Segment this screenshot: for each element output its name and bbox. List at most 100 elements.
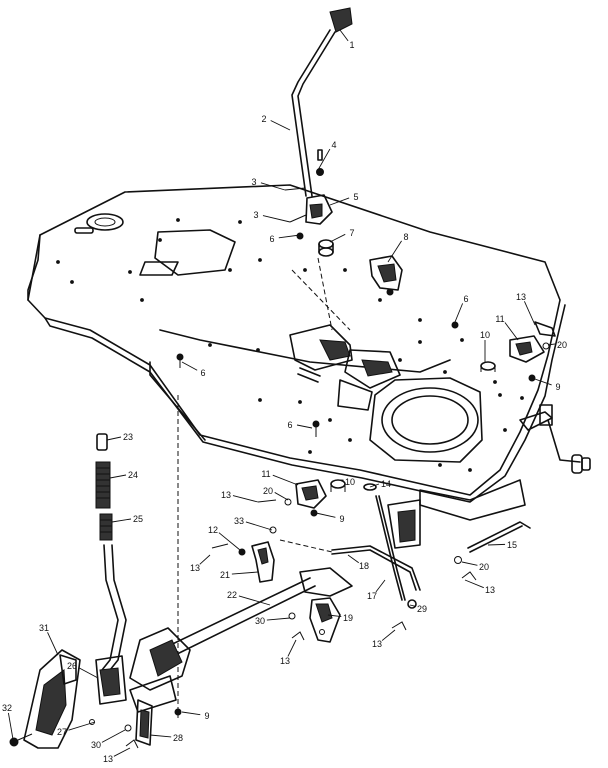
- callout-label: 6: [287, 420, 292, 430]
- callout-label: 21: [220, 570, 230, 580]
- callout-label: 11: [261, 469, 270, 479]
- callout-28: 28: [149, 733, 183, 743]
- callout-label: 19: [343, 613, 353, 623]
- callout-label: 27: [57, 727, 67, 737]
- callout-leader: [461, 561, 478, 566]
- callout-label: 14: [381, 479, 391, 489]
- callout-18: 18: [347, 554, 369, 571]
- callout-leader: [101, 729, 126, 743]
- callout-label: 5: [353, 192, 358, 202]
- callout-3: 3: [251, 177, 286, 191]
- callout-label: 23: [123, 432, 133, 442]
- callout-label: 13: [280, 656, 290, 666]
- callout-10: 10: [480, 330, 490, 362]
- callout-label: 18: [359, 561, 369, 571]
- callout-1: 1: [339, 29, 355, 50]
- callout-13: 13: [280, 639, 297, 666]
- callout-14: 14: [369, 479, 391, 489]
- callout-leader: [504, 322, 519, 341]
- callout-leader: [262, 215, 291, 223]
- callout-leader: [547, 343, 556, 346]
- bracket-8: [369, 255, 403, 296]
- callout-label: 28: [173, 733, 183, 743]
- callout-leader: [109, 474, 127, 479]
- callout-leader: [113, 747, 131, 757]
- callout-9: 9: [315, 512, 345, 524]
- callout-label: 10: [480, 330, 490, 340]
- callout-11: 11: [261, 469, 299, 486]
- callout-6: 6: [287, 420, 313, 430]
- callout-leader: [245, 521, 273, 531]
- callout-leader: [531, 377, 552, 386]
- callout-32: 32: [2, 703, 15, 746]
- callout-leader: [270, 120, 291, 131]
- shift-lever: [291, 7, 353, 197]
- callout-leader: [231, 571, 259, 575]
- bracket-11-mid: [257, 479, 346, 534]
- callout-label: 20: [557, 340, 567, 350]
- callout-leader: [369, 483, 380, 488]
- callout-label: 13: [485, 585, 495, 595]
- callout-label: 26: [67, 661, 77, 671]
- callout-leader: [266, 617, 291, 621]
- callout-2: 2: [261, 114, 291, 131]
- callout-19: 19: [327, 613, 353, 623]
- frame-bolts: [176, 353, 320, 718]
- callout-leader: [327, 614, 342, 618]
- callout-6: 6: [269, 234, 301, 244]
- callout-leader: [181, 361, 198, 371]
- callout-label: 7: [349, 228, 354, 238]
- callout-label: 6: [269, 234, 274, 244]
- frame-plate: [27, 184, 591, 549]
- callout-leader: [454, 303, 464, 323]
- callout-label: 13: [221, 490, 231, 500]
- callout-13: 13: [372, 629, 396, 649]
- callout-leader: [272, 474, 299, 486]
- callout-label: 9: [339, 514, 344, 524]
- callout-20: 20: [547, 340, 567, 350]
- callout-leader: [387, 240, 402, 263]
- callout-7: 7: [329, 228, 355, 243]
- callout-label: 13: [372, 639, 382, 649]
- callout-label: 12: [208, 525, 218, 535]
- callout-label: 29: [417, 604, 427, 614]
- callout-11: 11: [495, 314, 519, 341]
- callout-leader: [487, 543, 506, 546]
- callout-26: 26: [67, 661, 99, 679]
- callout-label: 13: [190, 563, 200, 573]
- callout-leader: [317, 148, 331, 171]
- callout-label: 33: [234, 516, 244, 526]
- callout-label: 10: [345, 477, 355, 487]
- callout-13: 13: [464, 579, 495, 595]
- callout-12: 12: [208, 525, 241, 551]
- callout-leader: [329, 233, 346, 243]
- lever-bracket: [284, 187, 351, 331]
- callout-label: 3: [253, 210, 258, 220]
- callout-leader: [7, 712, 15, 746]
- callout-13: 13: [103, 747, 131, 764]
- callout-leader: [238, 595, 271, 606]
- callout-leader: [296, 424, 313, 429]
- arm-19: [309, 597, 341, 643]
- callout-label: 17: [367, 591, 377, 601]
- callout-13: 13: [516, 292, 536, 326]
- callout-33: 33: [234, 516, 273, 531]
- callout-leader: [47, 632, 59, 656]
- callout-label: 31: [39, 623, 49, 633]
- callout-leader: [464, 579, 484, 589]
- callout-label: 4: [331, 140, 336, 150]
- callout-4: 4: [317, 140, 337, 171]
- callout-5: 5: [329, 192, 359, 206]
- callout-25: 25: [111, 514, 143, 524]
- callout-6: 6: [454, 294, 469, 323]
- callout-13: 13: [190, 554, 211, 573]
- callout-9: 9: [531, 377, 561, 392]
- callout-leader: [232, 495, 259, 503]
- callout-leader: [339, 29, 349, 42]
- callout-15: 15: [487, 540, 517, 550]
- callout-label: 32: [2, 703, 12, 713]
- callout-leader: [111, 518, 132, 523]
- callout-20: 20: [461, 561, 489, 572]
